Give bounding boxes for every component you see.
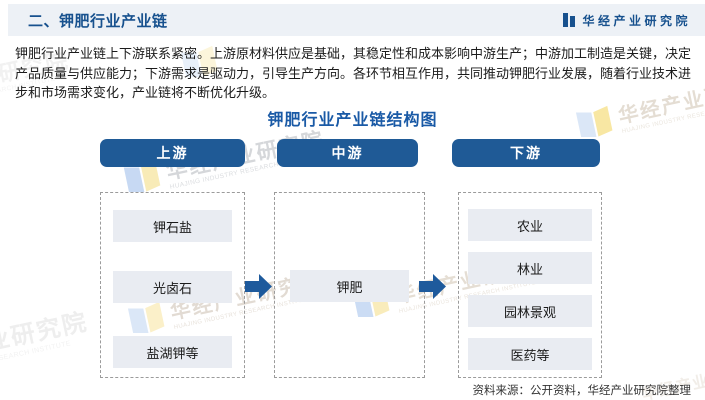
upstream-node: 光卤石 [113, 271, 232, 303]
downstream-node: 园林景观 [468, 295, 592, 327]
column-header-downstream: 下游 [452, 139, 600, 167]
flow-arrow-icon [419, 274, 446, 299]
watermark-subtext: HUAJING INDUSTRY RESEARCH INSTITUTE [0, 340, 72, 380]
column-header-upstream: 上游 [100, 139, 245, 167]
section-header-bar: 二、钾肥行业产业链 华经产业研究院 [8, 4, 705, 36]
downstream-container: 农业 林业 园林景观 医药等 [458, 192, 602, 378]
upstream-container: 钾石盐 光卤石 盐湖钾等 [100, 192, 245, 378]
downstream-node: 医药等 [468, 338, 592, 370]
watermark: 华经产业研究院 HUAJING INDUSTRY RESEARCH INSTIT… [0, 305, 92, 380]
flow-arrow-icon [245, 274, 272, 299]
upstream-node: 盐湖钾等 [113, 336, 232, 368]
diagram-title: 钾肥行业产业链结构图 [267, 112, 438, 129]
watermark-text: 华经产业研究院 [0, 308, 91, 373]
midstream-container: 钾肥 [274, 192, 425, 378]
intro-paragraph: 钾肥行业产业链上下游联系紧密。上游原材料供应是基础，其稳定性和成本影响中游生产；… [15, 46, 692, 100]
midstream-node: 钾肥 [290, 270, 409, 302]
brand-logo: 华经产业研究院 [563, 12, 691, 29]
downstream-node: 林业 [468, 252, 592, 284]
upstream-node: 钾石盐 [113, 210, 232, 242]
source-note: 资料来源：公开资料，华经产业研究院整理 [472, 385, 692, 397]
column-header-midstream: 中游 [277, 139, 418, 167]
brand-name: 华经产业研究院 [582, 13, 691, 28]
book-logo-icon [563, 13, 576, 27]
section-title: 二、钾肥行业产业链 [28, 12, 168, 30]
downstream-node: 农业 [468, 209, 592, 241]
